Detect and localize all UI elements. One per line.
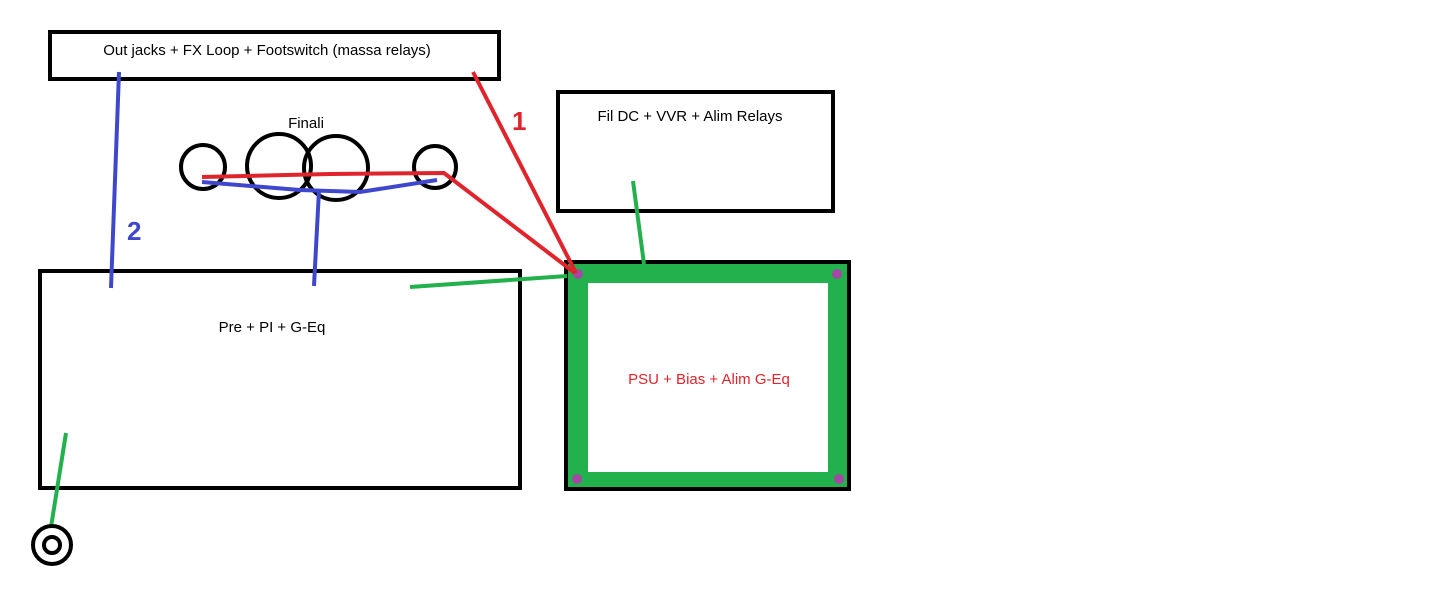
pre-label: Pre + PI + G-Eq [219, 319, 326, 336]
tube-icon [245, 132, 313, 200]
red-wire-tubes [201, 170, 577, 275]
out-jacks-label: Out jacks + FX Loop + Footswitch (massa … [103, 42, 431, 59]
blue-wire-drop [312, 189, 321, 287]
red-wire-label: 1 [512, 106, 526, 136]
red-wire-1 [471, 71, 578, 274]
green-wire-fil-psu [631, 180, 646, 265]
tube-icon [179, 143, 227, 191]
out-jacks-box [48, 30, 501, 81]
input-jack-icon [31, 524, 73, 566]
psu-label: PSU + Bias + Alim G-Eq [628, 371, 790, 388]
fil-dc-box [556, 90, 835, 213]
psu-mounting-holes [572, 269, 844, 484]
power-tubes [179, 132, 458, 202]
psu-inner [588, 283, 828, 472]
mount-hole-icon [832, 269, 842, 279]
mount-hole-icon [834, 474, 844, 484]
blue-wire-label: 2 [127, 216, 141, 246]
blue-wire-tubes [201, 178, 438, 195]
fil-dc-label: Fil DC + VVR + Alim Relays [597, 108, 782, 125]
tubes-label: Finali [288, 115, 324, 132]
green-wire-ground [49, 432, 68, 528]
blue-wire-2 [109, 71, 121, 289]
tube-icon [412, 144, 458, 190]
mount-hole-icon [572, 474, 582, 484]
tube-icon [302, 134, 370, 202]
green-wire-pre-psu [409, 274, 568, 289]
pre-box [38, 269, 522, 490]
